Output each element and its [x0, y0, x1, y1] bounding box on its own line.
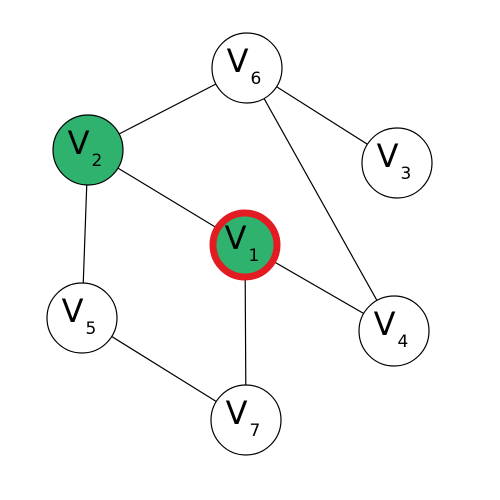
node-letter-v7: V	[226, 394, 248, 432]
node-index-v5: 5	[86, 319, 97, 339]
node-circle-v3	[361, 127, 433, 199]
node-letter-v4: V	[374, 305, 396, 343]
node-letter-v1: V	[225, 219, 247, 257]
node-circle-v4	[358, 295, 430, 367]
node-letter-v3: V	[377, 137, 399, 175]
node-letter-v6: V	[227, 42, 249, 80]
node-letter-v5: V	[62, 292, 84, 330]
node-index-v4: 4	[398, 332, 409, 352]
node-index-v3: 3	[401, 164, 412, 184]
node-index-v7: 7	[250, 421, 261, 441]
node-circle-v2	[52, 114, 124, 186]
node-index-v6: 6	[251, 69, 262, 89]
node-circle-v7	[210, 384, 282, 456]
node-index-v2: 2	[92, 151, 103, 171]
edge-v6-v4	[246, 67, 395, 332]
node-index-v1: 1	[249, 246, 260, 266]
node-letter-v2: V	[68, 124, 90, 162]
node-circle-v6	[211, 32, 283, 104]
node-circle-v1	[209, 209, 281, 281]
node-circle-v5	[46, 282, 118, 354]
